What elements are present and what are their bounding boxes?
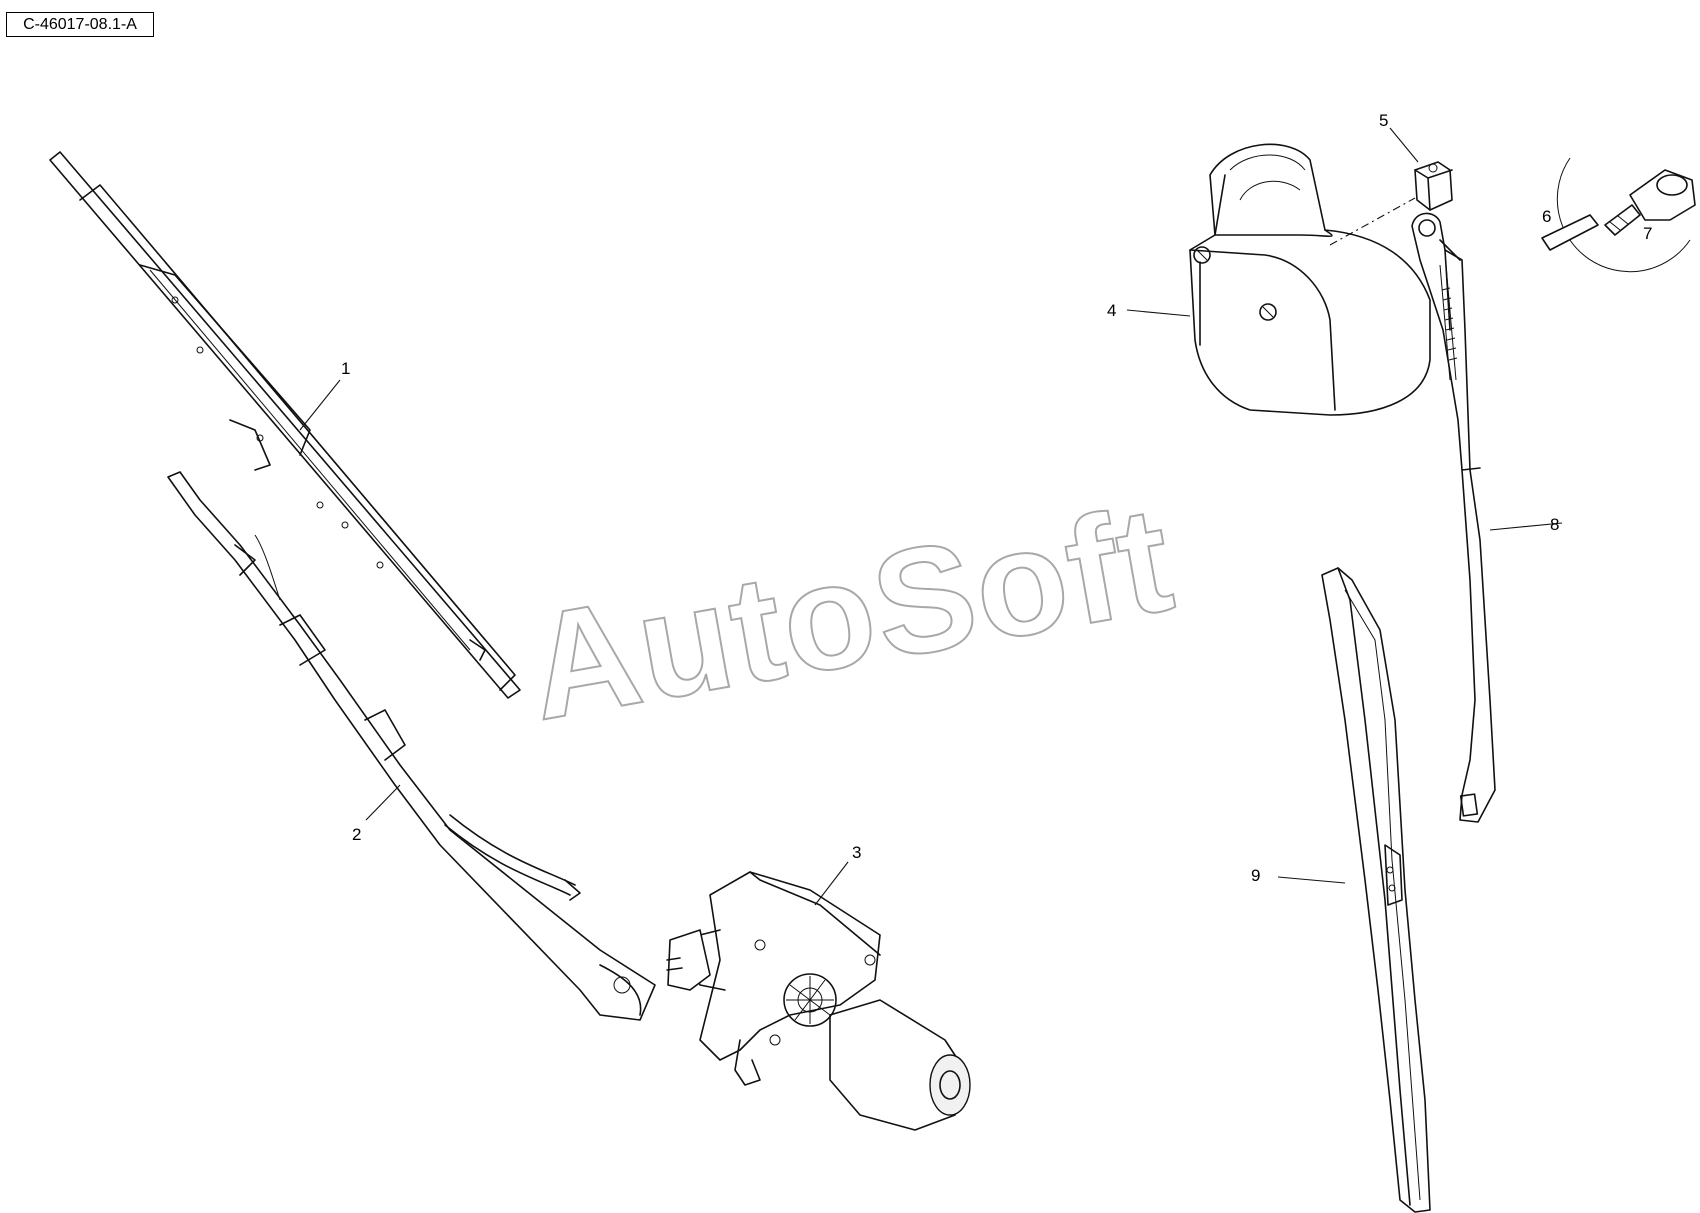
- leader-lines: [299, 127, 1563, 906]
- diagram-reference-code: C-46017-08.1-A: [6, 12, 154, 37]
- callout-4: 4: [1107, 301, 1116, 320]
- part-7-washer-nozzle: [1604, 169, 1696, 236]
- part-6-hose: [1541, 214, 1599, 251]
- callout-3: 3: [852, 843, 861, 862]
- part-8-rear-wiper-arm: [1411, 212, 1496, 823]
- callout-1: 1: [341, 359, 350, 378]
- part-3-wiper-motor: [666, 871, 971, 1131]
- detail-circle-nozzle: [1541, 157, 1696, 273]
- callout-7: 7: [1643, 224, 1652, 243]
- callout-2: 2: [352, 825, 361, 844]
- part-4-motor-cover: [1189, 143, 1431, 416]
- part-1-wiper-blade: [49, 151, 521, 699]
- alignment-line-cover-cap: [1329, 197, 1416, 246]
- part-9-rear-wiper-blade: [1321, 567, 1431, 1213]
- callout-9: 9: [1251, 866, 1260, 885]
- callout-6: 6: [1542, 207, 1551, 226]
- callout-8: 8: [1550, 515, 1559, 534]
- watermark-text: AutoSoft: [516, 473, 1184, 751]
- part-2-wiper-arm: [167, 471, 656, 1021]
- callout-5: 5: [1379, 111, 1388, 130]
- part-5-cap: [1414, 161, 1453, 211]
